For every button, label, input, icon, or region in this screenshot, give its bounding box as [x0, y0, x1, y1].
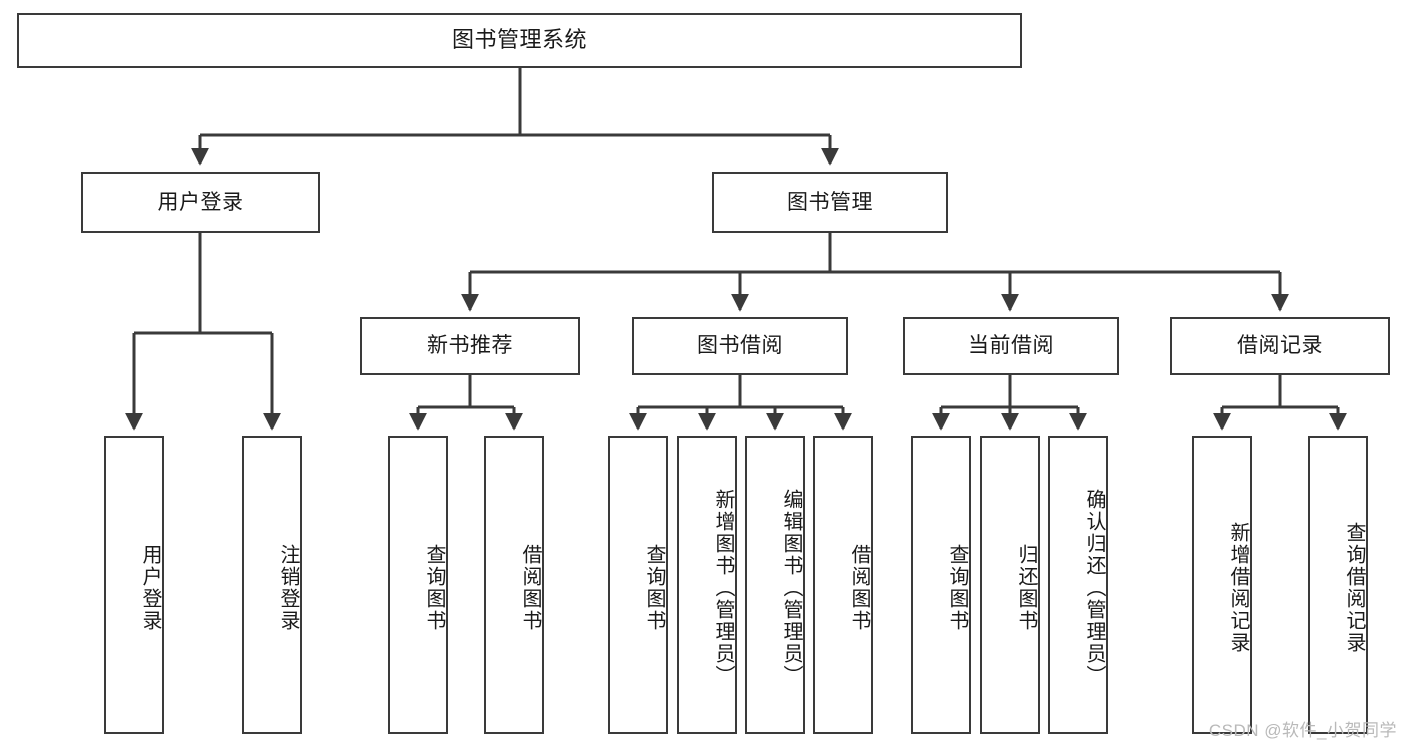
leaf-edit-book[interactable]: 编辑图书（管理员）	[745, 436, 805, 734]
node-root[interactable]: 图书管理系统	[17, 13, 1022, 68]
leaf-add-book[interactable]: 新增图书（管理员）	[677, 436, 737, 734]
leaf-add-record[interactable]: 新增借阅记录	[1192, 436, 1252, 734]
node-current-borrow[interactable]: 当前借阅	[903, 317, 1119, 375]
leaf-borrow-book-1[interactable]: 借阅图书	[484, 436, 544, 734]
leaf-query-book-1[interactable]: 查询图书	[388, 436, 448, 734]
leaf-user-login[interactable]: 用户登录	[104, 436, 164, 734]
leaf-user-logout[interactable]: 注销登录	[242, 436, 302, 734]
leaf-query-record[interactable]: 查询借阅记录	[1308, 436, 1368, 734]
leaf-borrow-book-2[interactable]: 借阅图书	[813, 436, 873, 734]
node-book-management[interactable]: 图书管理	[712, 172, 948, 233]
leaf-query-book-2[interactable]: 查询图书	[608, 436, 668, 734]
leaf-return-book[interactable]: 归还图书	[980, 436, 1040, 734]
leaf-query-book-3[interactable]: 查询图书	[911, 436, 971, 734]
node-new-book-recommend[interactable]: 新书推荐	[360, 317, 580, 375]
leaf-confirm-return[interactable]: 确认归还（管理员）	[1048, 436, 1108, 734]
node-user-login[interactable]: 用户登录	[81, 172, 320, 233]
node-book-borrow[interactable]: 图书借阅	[632, 317, 848, 375]
watermark: CSDN @软件_小贺同学	[1208, 721, 1397, 740]
node-borrow-record[interactable]: 借阅记录	[1170, 317, 1390, 375]
